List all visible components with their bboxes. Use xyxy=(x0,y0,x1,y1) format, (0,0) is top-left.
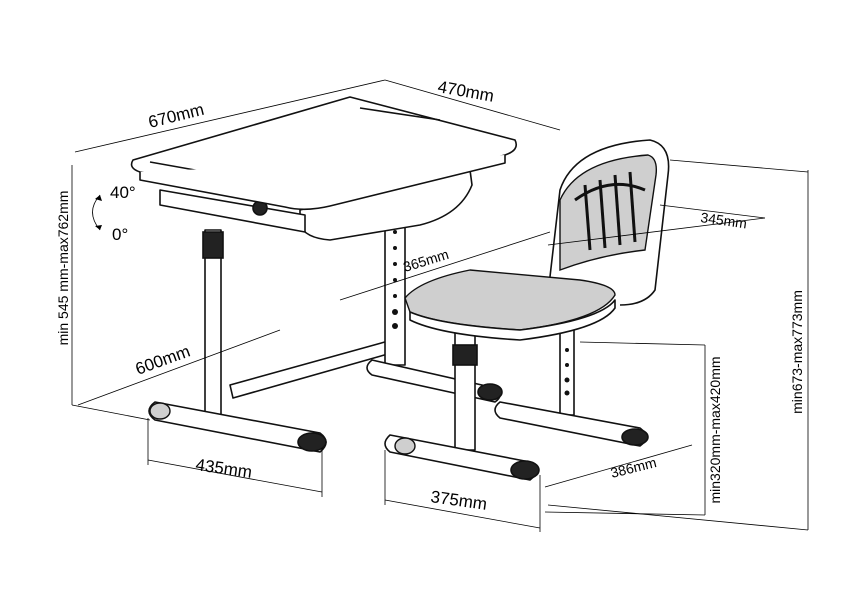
foot-cap xyxy=(621,428,649,446)
tilt-min-label: 0° xyxy=(112,225,128,244)
desk-width-label: 670mm xyxy=(146,100,206,132)
seat-height-label: min320mm-max420mm xyxy=(707,356,723,503)
pen-groove xyxy=(359,107,441,121)
foot-cap xyxy=(149,402,171,420)
leg-clamp xyxy=(202,231,224,259)
chair-height-label: min673-max773mm xyxy=(789,290,805,414)
seat-edge xyxy=(409,299,616,341)
foot-cap xyxy=(394,437,416,455)
chair-base-depth-label: 386mm xyxy=(609,454,658,481)
desk-foot-width-label: 435mm xyxy=(194,455,253,482)
seat-depth-label: 365mm xyxy=(401,246,450,275)
desk-right-leg xyxy=(384,214,406,366)
tilt-arrow xyxy=(92,194,101,231)
tilt-max-label: 40° xyxy=(110,183,136,202)
dimension-lines xyxy=(71,79,809,532)
foot-cap xyxy=(477,383,503,401)
tilt-arrow-heads xyxy=(95,195,102,230)
chair xyxy=(384,139,670,481)
desk-top-edge xyxy=(139,155,506,211)
backrest-slats xyxy=(574,171,646,251)
desk-depth-label: 470mm xyxy=(436,77,495,106)
foot-cap xyxy=(510,460,540,480)
height-holes xyxy=(392,230,398,329)
foot-cap xyxy=(297,432,327,452)
post-clamp xyxy=(452,344,478,366)
desk-height-label: min 545 mm-max762mm xyxy=(55,191,71,346)
backrest-width-label: 345mm xyxy=(700,209,748,231)
